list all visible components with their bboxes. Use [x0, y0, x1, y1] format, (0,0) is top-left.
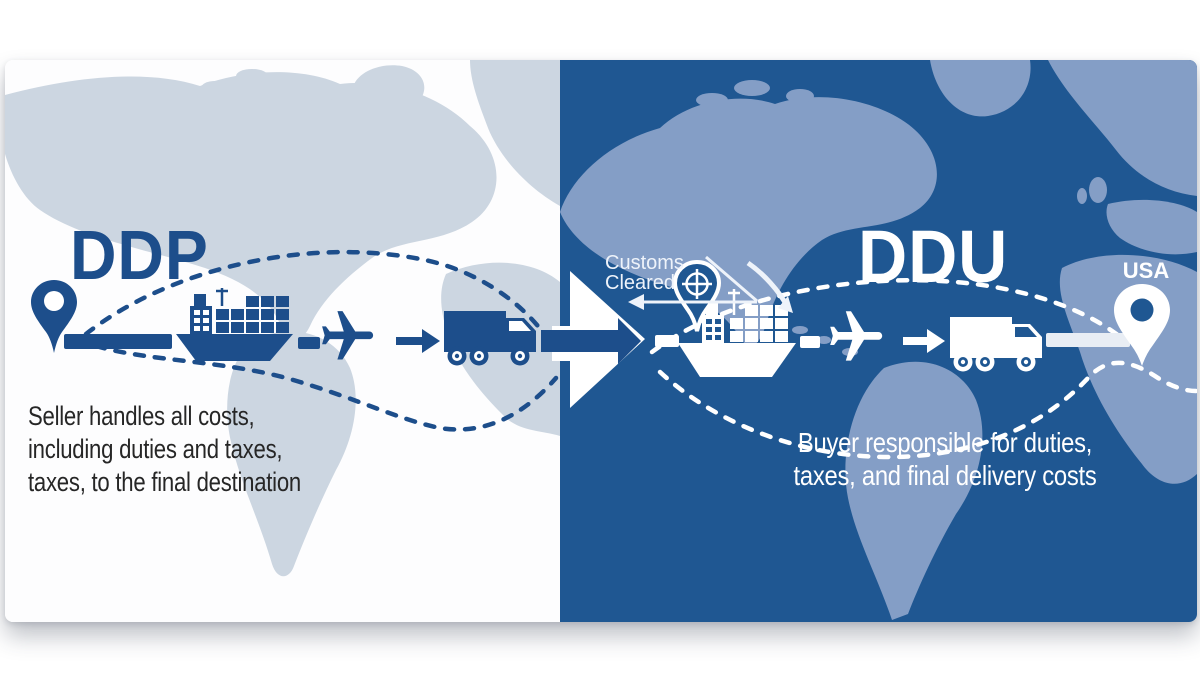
route-bar-left: [64, 334, 172, 349]
airplane-icon-left: [322, 311, 374, 360]
ddp-ddu-comparison-card: DDP Seller handles all costs, including …: [5, 60, 1197, 622]
dotted-route-lower-right: [657, 360, 1197, 460]
cargo-ship-icon-left: [176, 288, 293, 361]
dotted-route-lower-left: [93, 343, 559, 432]
world-map-left: [5, 60, 560, 577]
cargo-ship-icon-right: [678, 289, 796, 377]
route-dash-right-2: [800, 336, 820, 348]
ddu-description-line-1: Buyer responsible for duties,: [797, 427, 1093, 458]
map-and-icons-canvas: [5, 60, 1197, 622]
airplane-icon-right: [830, 311, 883, 361]
ddp-description: Seller handles all costs, including duti…: [28, 400, 301, 499]
truck-icon-left: [444, 311, 536, 366]
container-stack: [216, 296, 289, 333]
customs-arrow-left-icon: [628, 294, 757, 310]
ddp-description-line-3: taxes, to the final destination: [28, 467, 301, 497]
arrow-right-icon-right: [903, 329, 945, 353]
ddp-description-line-1: Seller handles all costs,: [28, 401, 255, 431]
truck-icon-right: [950, 317, 1042, 372]
transition-arrow-dark-icon: [541, 318, 641, 364]
customs-cleared-line-1: Customs: [605, 252, 684, 274]
ddu-description-line-2: taxes, and final delivery costs: [793, 460, 1097, 491]
route-dash-right-1: [655, 335, 679, 347]
route-bar-right: [1046, 333, 1130, 347]
customs-pointer-arrow-icon: [746, 260, 793, 313]
usa-pin-icon: [1114, 284, 1170, 366]
ddu-description: Buyer responsible for duties, taxes, and…: [737, 426, 1154, 492]
ddu-title: DDU: [858, 215, 1009, 298]
customs-cleared-line-2: Cleared: [605, 272, 676, 294]
dotted-route-upper-left: [83, 249, 555, 349]
dotted-route-upper-right: [649, 278, 1127, 355]
customs-pin-icon: [672, 259, 722, 332]
origin-pin-icon: [31, 280, 77, 353]
container-stack: [730, 305, 788, 342]
ddp-title: DDP: [70, 216, 209, 294]
arrow-right-icon-left: [396, 329, 440, 353]
customs-leader-line: [705, 255, 758, 303]
usa-label: USA: [1122, 258, 1170, 283]
route-dash-left: [298, 337, 320, 349]
customs-cleared-label: Customs Cleared: [605, 253, 684, 293]
ddp-description-line-2: including duties and taxes,: [28, 434, 283, 464]
